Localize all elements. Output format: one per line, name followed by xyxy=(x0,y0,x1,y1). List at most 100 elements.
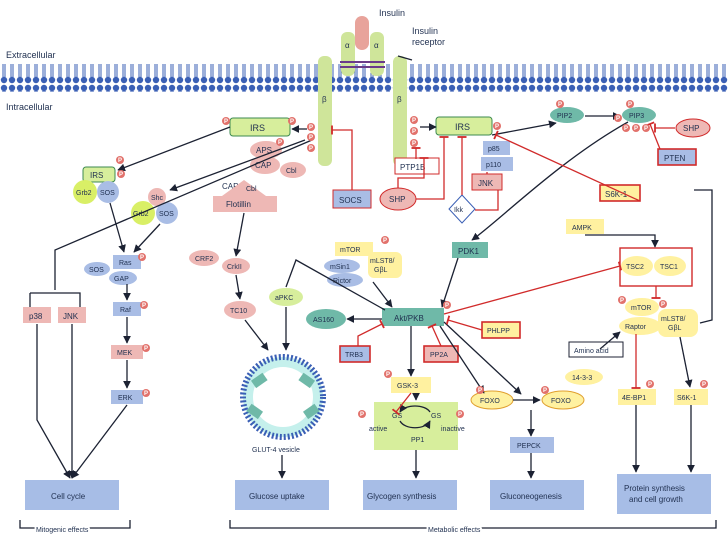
pdk1-node: PDK1 xyxy=(452,242,488,258)
phosphate-marker: P xyxy=(307,123,315,131)
svg-text:Ikk: Ikk xyxy=(454,207,463,214)
pp2a-node: PP2A xyxy=(423,345,459,363)
svg-text:inactive: inactive xyxy=(441,426,465,433)
phosphate-marker: P xyxy=(632,124,640,132)
tsc-complex: TSC2 TSC1 xyxy=(619,247,693,287)
svg-text:Flotillin: Flotillin xyxy=(226,200,251,209)
phosphate-marker: P xyxy=(288,117,296,125)
svg-text:P: P xyxy=(445,303,449,309)
grb2-node-a: Grb2 xyxy=(73,180,97,204)
svg-text:IRS: IRS xyxy=(90,171,103,180)
phosphate-marker: P xyxy=(456,410,464,418)
glut4-vesicle-label: GLUT-4 vesicle xyxy=(252,447,300,454)
sos-node-b: SOS xyxy=(156,202,178,224)
svg-text:SOS: SOS xyxy=(100,190,115,197)
shp-node: SHP xyxy=(379,187,417,211)
svg-text:Ras: Ras xyxy=(119,260,132,267)
svg-text:P: P xyxy=(119,172,123,178)
pip2-node: PIP2 xyxy=(550,107,584,123)
pip3-node: PIP3 xyxy=(622,107,656,123)
phosphate-marker: P xyxy=(614,114,622,122)
irs-node-small: IRS xyxy=(82,166,116,183)
svg-text:Amino acid: Amino acid xyxy=(574,348,609,355)
svg-text:P: P xyxy=(648,382,652,388)
phosphate-marker: P xyxy=(646,380,654,388)
mtorc2-complex: mTOR mSin1 Rictor mLST8/GβL xyxy=(324,242,402,287)
svg-text:Cbl: Cbl xyxy=(246,186,257,193)
phlpp-node: PHLPP xyxy=(481,321,521,339)
svg-text:p110: p110 xyxy=(486,162,501,169)
sos-node-a: SOS xyxy=(97,181,119,203)
svg-text:Glucose uptake: Glucose uptake xyxy=(249,492,305,501)
activation-arrows xyxy=(29,55,713,479)
mek-node: MEK xyxy=(111,345,143,359)
phosphate-marker: P xyxy=(622,124,630,132)
svg-text:P: P xyxy=(495,124,499,130)
svg-text:P: P xyxy=(458,412,462,418)
svg-text:FOXO: FOXO xyxy=(480,398,500,405)
phosphate-marker: P xyxy=(142,344,150,352)
ikk-node: Ikk xyxy=(448,194,476,224)
svg-text:active: active xyxy=(369,426,387,433)
svg-text:mTOR: mTOR xyxy=(340,247,360,254)
inhibition-lines xyxy=(331,121,675,416)
crkii-node: CrkII xyxy=(222,258,250,274)
svg-text:PHLPP: PHLPP xyxy=(487,328,510,335)
phosphate-marker: P xyxy=(384,370,392,378)
svg-text:JNK: JNK xyxy=(478,179,494,188)
pten-node: PTEN xyxy=(657,148,697,166)
phosphate-marker: P xyxy=(276,138,284,146)
phosphate-marker: P xyxy=(307,144,315,152)
svg-text:MEK: MEK xyxy=(117,350,133,357)
svg-text:P: P xyxy=(144,391,148,397)
phosphate-marker: P xyxy=(493,122,501,130)
insulin-receptor: α α β β xyxy=(318,32,407,166)
irs-node-left: IRS xyxy=(229,117,291,137)
svg-text:GS: GS xyxy=(392,413,402,420)
svg-text:S6K-1: S6K-1 xyxy=(605,190,628,199)
svg-text:SOCS: SOCS xyxy=(339,196,362,205)
intracellular-label: Intracellular xyxy=(6,102,53,112)
gap-node: GAP xyxy=(109,271,137,285)
svg-text:PIP2: PIP2 xyxy=(557,113,572,120)
svg-text:Akt/PKB: Akt/PKB xyxy=(394,314,424,323)
phosphate-marker: P xyxy=(642,124,650,132)
s6k1-node: S6K-1 xyxy=(674,389,708,405)
svg-text:P: P xyxy=(702,382,706,388)
raf-node: Raf xyxy=(113,302,141,316)
phosphate-marker: P xyxy=(117,170,125,178)
ras-node: Ras xyxy=(113,255,141,269)
svg-text:SHP: SHP xyxy=(389,195,405,204)
phosphate-marker: P xyxy=(476,386,484,394)
svg-text:PIP3: PIP3 xyxy=(629,113,644,120)
svg-text:Shc: Shc xyxy=(151,195,164,202)
svg-text:Mitogenic effects: Mitogenic effects xyxy=(36,527,89,534)
svg-text:PEPCK: PEPCK xyxy=(517,443,541,450)
phosphate-marker: P xyxy=(358,410,366,418)
svg-text:p38: p38 xyxy=(29,312,43,321)
p110-node: p110 xyxy=(481,157,513,171)
svg-text:Cell cycle: Cell cycle xyxy=(51,492,86,501)
svg-text:P: P xyxy=(634,126,638,132)
svg-text:Raf: Raf xyxy=(120,307,131,314)
phosphate-marker: P xyxy=(618,296,626,304)
svg-text:mLST8/GβL: mLST8/GβL xyxy=(661,316,686,332)
phosphate-marker: P xyxy=(659,300,667,308)
phosphate-marker: P xyxy=(541,386,549,394)
svg-text:FOXO: FOXO xyxy=(551,398,571,405)
as160-node: AS160 xyxy=(306,309,346,329)
svg-text:P: P xyxy=(278,140,282,146)
svg-text:IRS: IRS xyxy=(455,122,470,132)
svg-text:TSC1: TSC1 xyxy=(660,264,678,271)
svg-text:APS: APS xyxy=(256,146,272,155)
svg-text:GS: GS xyxy=(431,413,441,420)
svg-text:GSK-3: GSK-3 xyxy=(397,383,418,390)
phosphate-marker: P xyxy=(626,100,634,108)
phosphate-marker: P xyxy=(410,127,418,135)
phosphate-marker: P xyxy=(138,253,146,261)
svg-text:IRS: IRS xyxy=(250,123,265,133)
aps-node: APS xyxy=(250,141,282,159)
